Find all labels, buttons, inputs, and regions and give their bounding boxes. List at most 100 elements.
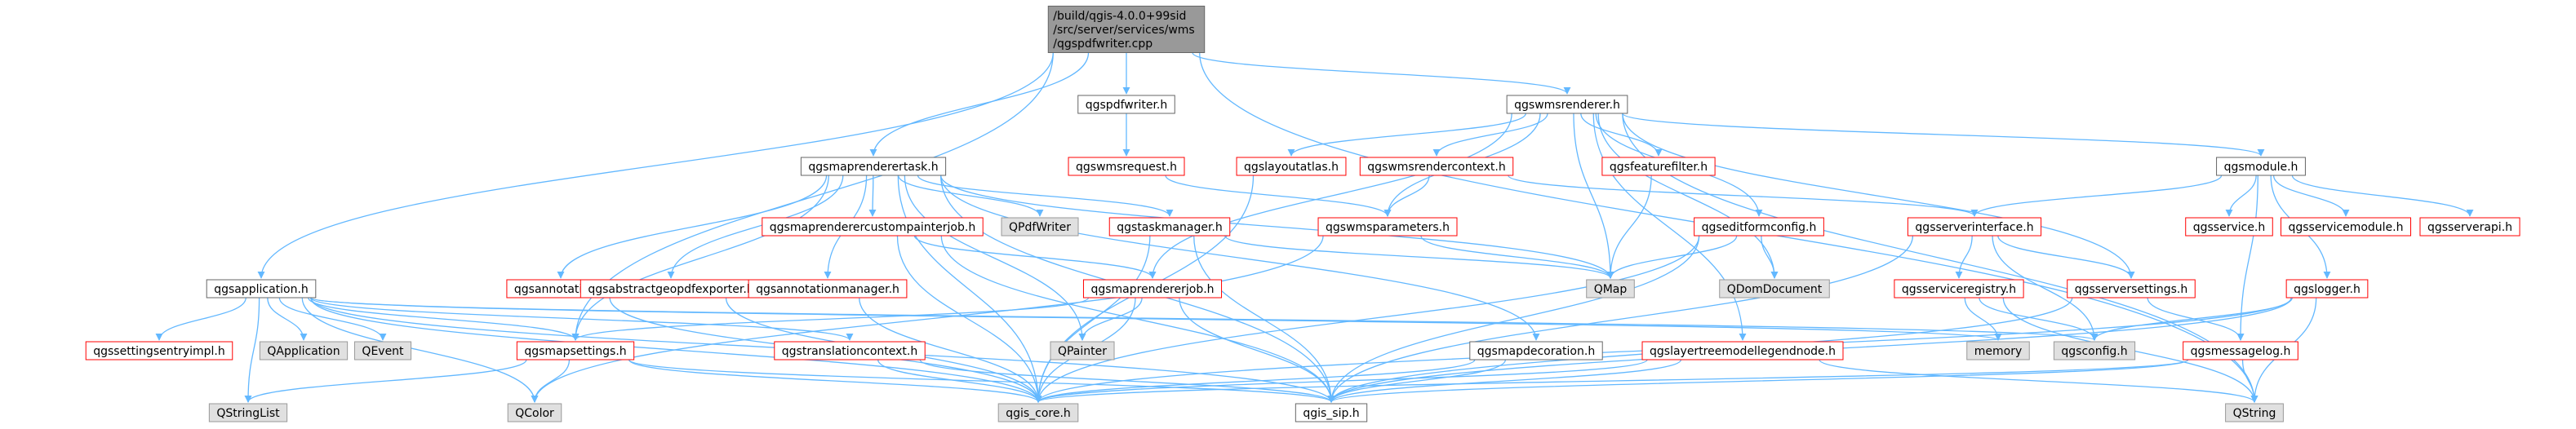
edge-qgswmsrenderer-to-qgslayertreemodellegendnode xyxy=(1592,113,1747,341)
node-qgssettingsentryimpl[interactable]: qgssettingsentryimpl.h xyxy=(85,341,233,360)
node-box xyxy=(1047,6,1206,53)
node-label: qgseditformconfig.h xyxy=(1702,221,1817,234)
node-label: qgswmsrenderer.h xyxy=(1514,99,1620,112)
node-label: QPdfWriter xyxy=(1009,221,1071,234)
node-label: qgspdfwriter.h xyxy=(1086,99,1168,112)
node-qgsmapdecoration[interactable]: qgsmapdecoration.h xyxy=(1469,341,1603,360)
edge-qgsmaprenderercustompainterjob-to-qgis_core xyxy=(896,235,1042,403)
node-label: QStringList xyxy=(216,407,280,420)
node-box xyxy=(1894,279,2024,299)
node-qgspdfwriter[interactable]: qgspdfwriter.h xyxy=(1077,95,1175,114)
node-label: qgslogger.h xyxy=(2294,283,2361,296)
node-label: qgsmaprendererjob.h xyxy=(1090,283,1214,296)
node-qgswmsrendercontext[interactable]: qgswmsrendercontext.h xyxy=(1359,157,1514,176)
node-qgis_core[interactable]: qgis_core.h xyxy=(997,403,1079,422)
node-qgis_sip[interactable]: qgis_sip.h xyxy=(1295,403,1368,422)
node-qgsserversettings[interactable]: qgsserversettings.h xyxy=(2067,279,2196,299)
edge-qgsmapdecoration-to-qgis_core xyxy=(1034,359,1476,403)
node-qgsmapsettings[interactable]: qgsmapsettings.h xyxy=(516,341,635,360)
node-qgseditformconfig[interactable]: qgseditformconfig.h xyxy=(1694,217,1824,237)
node-label: qgsmodule.h xyxy=(2224,161,2298,174)
node-qgsabstractgeopdfexporter[interactable]: qgsabstractgeopdfexporter.h xyxy=(580,279,762,299)
node-label: qgsmaprenderertask.h xyxy=(808,161,938,174)
node-box xyxy=(2216,157,2306,176)
node-qdomdocument[interactable]: QDomDocument xyxy=(1719,279,1830,299)
node-qgswmsrequest[interactable]: qgswmsrequest.h xyxy=(1068,157,1185,176)
node-qgsservice[interactable]: qgsservice.h xyxy=(2185,217,2273,237)
node-label: QPainter xyxy=(1058,345,1107,358)
nodes-layer: /build/qgis-4.0.0+99sid/src/server/servi… xyxy=(85,6,2520,422)
edge-qgsserverinterface-to-qgsconfig xyxy=(1992,235,2099,341)
node-qevent[interactable]: QEvent xyxy=(353,341,412,360)
node-label: qgstaskmanager.h xyxy=(1117,221,1223,234)
node-qapplication[interactable]: QApplication xyxy=(259,341,349,360)
edge-qgswmsrenderer-to-qmap xyxy=(1573,113,1614,279)
node-qstring[interactable]: QString xyxy=(2225,403,2284,422)
node-qgslayertreemodellegendnode[interactable]: qgslayertreemodellegendnode.h xyxy=(1641,341,1844,360)
node-qgsmodule[interactable]: qgsmodule.h xyxy=(2216,157,2306,176)
edge-qgsapplication-to-qgis_core xyxy=(310,297,1042,403)
edge-qgsannotationmanager-to-qgis_core xyxy=(859,297,1042,403)
edge-qgsmapsettings-to-qcolor xyxy=(531,359,571,403)
edge-qgstranslationcontext-to-qgis_sip xyxy=(919,359,1335,403)
edge-qgsmessagelog-to-qgis_core xyxy=(1034,359,2189,403)
node-box xyxy=(800,157,947,176)
node-box xyxy=(208,403,288,422)
node-box xyxy=(1068,157,1185,176)
node-memory[interactable]: memory xyxy=(1966,341,2030,360)
node-box xyxy=(1359,157,1514,176)
node-box xyxy=(2280,217,2412,237)
edge-qgslayertreemodellegendnode-to-qgis_core xyxy=(1034,359,1648,403)
edge-qgslayertreemodellegendnode-to-qstring xyxy=(1819,359,2258,403)
edge-qgswmsrenderer-to-qgsmaprendererjob xyxy=(1148,113,1512,279)
edge-qgsmaprenderercustompainterjob-to-qgsmaprendererjob xyxy=(913,235,1157,279)
node-box xyxy=(2185,217,2273,237)
node-box xyxy=(1694,217,1824,237)
node-qgsserverinterface[interactable]: qgsserverinterface.h xyxy=(1907,217,2042,237)
node-qgsmaprenderertask[interactable]: qgsmaprenderertask.h xyxy=(800,157,947,176)
node-label: QColor xyxy=(515,407,554,420)
node-label: qgsserverapi.h xyxy=(2427,221,2512,234)
node-qgsmaprendererjob[interactable]: qgsmaprendererjob.h xyxy=(1082,279,1223,299)
node-qmap[interactable]: QMap xyxy=(1586,279,1635,299)
node-qgslayoutatlas[interactable]: qgslayoutatlas.h xyxy=(1236,157,1347,176)
node-qgsmessagelog[interactable]: qgsmessagelog.h xyxy=(2183,341,2298,360)
node-box xyxy=(1295,403,1368,422)
edge-qgsmaprenderertask-to-qgsannotation xyxy=(557,175,828,279)
node-root[interactable]: /build/qgis-4.0.0+99sid/src/server/servi… xyxy=(1047,6,1206,53)
node-qgstranslationcontext[interactable]: qgstranslationcontext.h xyxy=(774,341,926,360)
node-qgsserverapi[interactable]: qgsserverapi.h xyxy=(2419,217,2520,237)
node-box xyxy=(1506,95,1628,114)
node-qgswmsrenderer[interactable]: qgswmsrenderer.h xyxy=(1506,95,1628,114)
node-qgsfeaturefilter[interactable]: qgsfeaturefilter.h xyxy=(1601,157,1716,176)
node-label: /qgspdfwriter.cpp xyxy=(1053,38,1153,51)
node-box xyxy=(1469,341,1603,360)
node-qgsannotationmanager[interactable]: qgsannotationmanager.h xyxy=(748,279,908,299)
node-qgswmsparameters[interactable]: qgswmsparameters.h xyxy=(1317,217,1458,237)
node-qcolor[interactable]: QColor xyxy=(507,403,562,422)
node-label: qgsservicemodule.h xyxy=(2288,221,2403,234)
node-label: QMap xyxy=(1594,283,1628,296)
node-qgstaskmanager[interactable]: qgstaskmanager.h xyxy=(1108,217,1231,237)
node-qpainter[interactable]: QPainter xyxy=(1050,341,1115,360)
node-qstringlist[interactable]: QStringList xyxy=(208,403,288,422)
edge-qgsmaprendererjob-to-qgsmapsettings xyxy=(571,297,1090,341)
node-qgsconfig[interactable]: qgsconfig.h xyxy=(2053,341,2136,360)
node-qgsapplication[interactable]: qgsapplication.h xyxy=(206,279,317,299)
node-qpdfwriter[interactable]: QPdfWriter xyxy=(1001,217,1079,237)
edge-root-to-qgswmsrenderer xyxy=(1192,51,1571,95)
node-box xyxy=(1082,279,1223,299)
node-label: qgsmapdecoration.h xyxy=(1477,345,1595,358)
edge-qgswmsrenderer-to-qgswmsrendercontext xyxy=(1432,113,1548,157)
node-label: QEvent xyxy=(362,345,404,358)
node-label: qgswmsparameters.h xyxy=(1326,221,1450,234)
node-qgslogger[interactable]: qgslogger.h xyxy=(2285,279,2369,299)
node-qgsmaprenderercustompainterjob[interactable]: qgsmaprenderercustompainterjob.h xyxy=(762,217,984,237)
edge-qgstaskmanager-to-qmap xyxy=(1224,235,1614,279)
node-label: QString xyxy=(2233,407,2276,420)
node-label: qgis_sip.h xyxy=(1303,407,1359,420)
edge-qgswmsparameters-to-qcolor xyxy=(531,235,1324,403)
node-qgsserviceregistry[interactable]: qgsserviceregistry.h xyxy=(1894,279,2024,299)
node-qgsservicemodule[interactable]: qgsservicemodule.h xyxy=(2280,217,2412,237)
node-box xyxy=(1108,217,1231,237)
